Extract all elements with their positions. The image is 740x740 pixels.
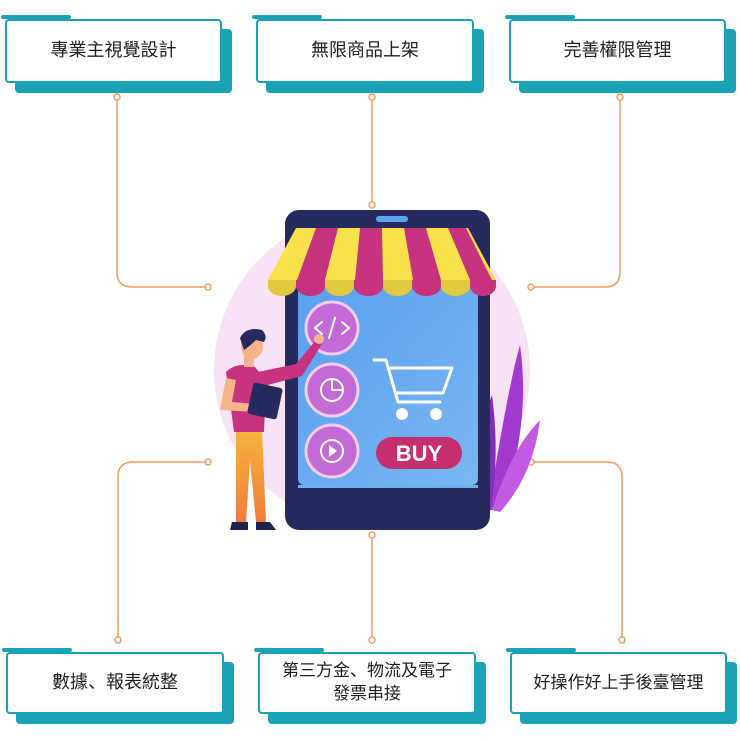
feature-card-bottom-center: 第三方金、物流及電子 發票串接 — [254, 648, 486, 724]
feature-label: 專業主視覺設計 — [50, 40, 177, 61]
connector-top-left — [116, 97, 208, 288]
feature-label: 完善權限管理 — [563, 40, 672, 61]
feature-card-bottom-right: 好操作好上手後臺管理 — [506, 648, 737, 724]
connector-lines — [116, 97, 623, 640]
shop-awning — [268, 228, 496, 296]
feature-label-line1: 第三方金、物流及電子 — [282, 661, 452, 681]
play-icon — [304, 423, 360, 479]
feature-label-line2: 發票串接 — [333, 684, 401, 704]
person-figure — [220, 329, 324, 530]
connector-top-right — [531, 97, 621, 288]
pie-chart-icon — [304, 362, 360, 418]
buy-button: BUY — [376, 437, 462, 469]
feature-card-bottom-left: 數據、報表統整 — [2, 648, 234, 724]
connector-bottom-left — [117, 461, 208, 640]
feature-label: 好操作好上手後臺管理 — [533, 673, 704, 693]
feature-card-top-left: 專業主視覺設計 — [1, 15, 232, 93]
connector-bottom-right — [531, 461, 623, 640]
feature-card-top-right: 完善權限管理 — [505, 15, 736, 93]
shopping-cart-icon — [372, 358, 454, 420]
buy-label: BUY — [396, 441, 443, 466]
feature-label: 數據、報表統整 — [52, 672, 178, 693]
feature-card-top-center: 無限商品上架 — [252, 15, 484, 93]
feature-label: 無限商品上架 — [311, 40, 419, 61]
